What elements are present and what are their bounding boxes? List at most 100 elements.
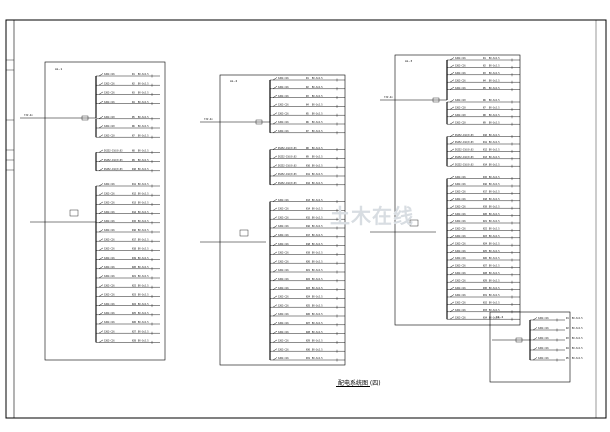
circuit-tag: N23 xyxy=(306,287,311,290)
circuit-tag: N29 xyxy=(306,340,311,343)
breaker-symbol xyxy=(272,103,278,107)
breaker-symbol xyxy=(449,114,455,117)
breaker-symbol xyxy=(98,134,104,138)
breaker-label: S262-C16 xyxy=(278,199,289,202)
panel-box-4 xyxy=(489,311,571,383)
breaker-label: S262-C16 xyxy=(104,330,115,333)
main-breaker-2 xyxy=(255,119,263,125)
breaker-symbol xyxy=(449,301,455,305)
breaker-label: S262-C16 xyxy=(278,104,289,107)
circuit-tag: N15 xyxy=(306,216,311,219)
circuit-tag: N34 xyxy=(483,316,488,319)
circuit-tag: N7 xyxy=(306,130,309,133)
circuit-tag: N19 xyxy=(132,257,137,260)
drawing-title: 配电系统图 (四) xyxy=(338,380,381,387)
cable-label: BV-3x2.5 xyxy=(572,337,583,340)
breaker-symbol xyxy=(272,278,278,281)
breaker-symbol xyxy=(449,257,455,261)
cable-label: BV-3x2.5 xyxy=(312,348,323,351)
breaker-symbol xyxy=(449,99,455,103)
breaker-symbol xyxy=(449,190,455,194)
circuit-tag: N18 xyxy=(306,243,311,246)
circuit-tag: N20 xyxy=(483,213,488,216)
breaker-label: S262-C16 xyxy=(455,72,466,75)
breaker-label: S262-C16 xyxy=(104,229,115,232)
breaker-symbol xyxy=(532,317,538,321)
breaker-symbol xyxy=(449,220,455,224)
breaker-symbol xyxy=(98,201,104,205)
breaker-symbol xyxy=(449,133,455,137)
circuit-tag: N13 xyxy=(306,199,311,202)
drawing-title-underline xyxy=(336,386,370,387)
breaker-label: S262-C16 xyxy=(104,92,115,95)
breaker-symbol xyxy=(272,339,278,343)
circuit-tag: N24 xyxy=(483,242,488,245)
breaker-label: DS252-C16/0.03 xyxy=(278,173,297,176)
breaker-symbol xyxy=(98,183,104,187)
breaker-symbol xyxy=(272,112,278,116)
cable-label: BV-3x2.5 xyxy=(312,182,323,185)
breaker-symbol xyxy=(449,175,455,179)
cable-label: BV-3x2.5 xyxy=(489,228,500,231)
breaker-label: S262-C16 xyxy=(455,242,466,245)
breaker-label: S262-C16 xyxy=(278,348,289,351)
breaker-symbol xyxy=(532,357,538,361)
circuit-tag: N22 xyxy=(306,278,311,281)
cable-label: BV-3x2.5 xyxy=(138,183,149,186)
breaker-symbol xyxy=(98,293,104,297)
circuit-tag: N9 xyxy=(483,121,486,124)
cable-label: BV-3x2.5 xyxy=(138,125,149,128)
breaker-label: S262-C16 xyxy=(278,252,289,255)
cable-label: BV-3x2.5 xyxy=(312,322,323,325)
breaker-label: S262-C16 xyxy=(538,357,549,360)
circuit-tag: N31 xyxy=(306,357,311,360)
circuit-tag: N10 xyxy=(132,168,137,171)
circuit-tag: N1 xyxy=(566,317,569,320)
breaker-symbol xyxy=(98,284,104,288)
breaker-label: S262-C16 xyxy=(455,250,466,253)
circuit-tag: N9 xyxy=(132,159,135,162)
breaker-label: S262-C16 xyxy=(104,220,115,223)
breaker-symbol xyxy=(272,207,278,211)
breaker-label: S262-C16 xyxy=(278,269,289,272)
cable-label: BV-3x2.5 xyxy=(138,168,149,171)
breaker-symbol xyxy=(272,357,278,361)
cable-label: BV-3x2.5 xyxy=(312,340,323,343)
circuit-tag: N5 xyxy=(566,357,569,360)
breaker-label: DS252-C16/0.03 xyxy=(455,149,474,152)
cable-label: BV-3x2.5 xyxy=(138,82,149,85)
breaker-symbol xyxy=(449,106,455,110)
breaker-symbol xyxy=(98,168,104,171)
breaker-label: S262-C16 xyxy=(455,279,466,282)
circuit-tag: N21 xyxy=(132,275,137,278)
cable-label: BV-3x2.5 xyxy=(312,278,323,281)
breaker-symbol xyxy=(272,121,278,125)
cable-label: BV-3x2.5 xyxy=(572,347,583,350)
cable-label: BV-3x2.5 xyxy=(489,294,500,297)
breaker-symbol xyxy=(272,155,278,159)
circuit-tag: N12 xyxy=(306,182,311,185)
breaker-label: S262-C16 xyxy=(104,183,115,186)
cable-label: BV-3x2.5 xyxy=(489,149,500,152)
breaker-symbol xyxy=(98,82,104,86)
breaker-label: S262-C16 xyxy=(455,302,466,305)
title-block-stub xyxy=(6,59,14,171)
circuit-tag: N28 xyxy=(132,340,137,343)
cable-label: BV-3x2.5 xyxy=(489,242,500,245)
circuit-tag: N26 xyxy=(306,313,311,316)
breaker-symbol xyxy=(449,294,455,298)
circuit-tag: N20 xyxy=(132,266,137,269)
breaker-label: DS252-C16/0.03 xyxy=(455,141,474,144)
breaker-label: S262-C16 xyxy=(278,322,289,325)
breaker-symbol xyxy=(272,348,278,352)
breaker-label: S262-C16 xyxy=(455,287,466,290)
circuit-tag: N24 xyxy=(306,296,311,299)
breaker-symbol xyxy=(98,91,104,95)
panel-label-2: AL-2 xyxy=(230,79,237,83)
cable-label: BV-3x2.5 xyxy=(489,213,500,216)
cable-label: BV-3x2.5 xyxy=(138,257,149,260)
breaker-symbol xyxy=(272,295,278,299)
breaker-symbol xyxy=(98,275,104,279)
cable-label: BV-3x2.5 xyxy=(489,65,500,68)
cable-label: BV-3x2.5 xyxy=(312,156,323,159)
